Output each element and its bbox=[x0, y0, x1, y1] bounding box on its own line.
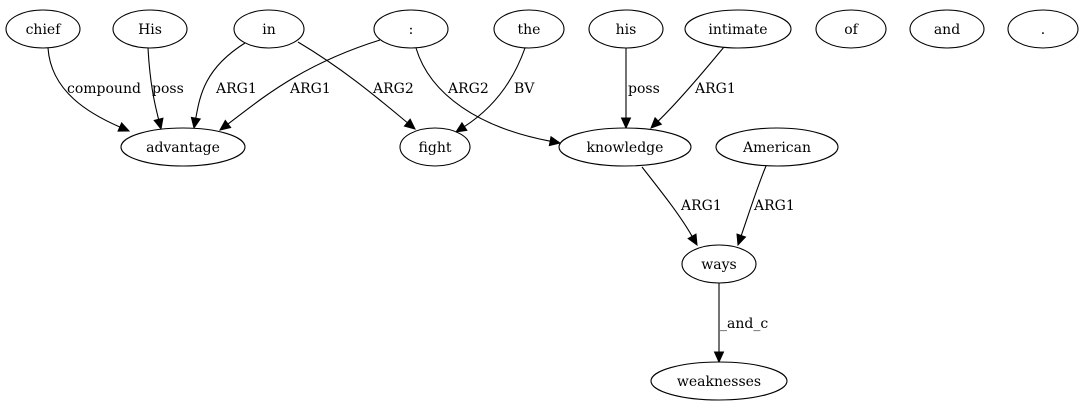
edge-colon-to-advantage: ARG1 bbox=[219, 39, 381, 131]
node-label: : bbox=[409, 22, 414, 38]
nodes-layer: chief His in: the his intimate of and. advantage… bbox=[5, 9, 1079, 401]
arrowhead-icon bbox=[650, 116, 663, 129]
node-label: knowledge bbox=[587, 140, 664, 156]
edge-line bbox=[415, 47, 551, 142]
node-label: his bbox=[616, 22, 637, 38]
node-ellipse bbox=[1007, 9, 1079, 49]
edge-label: ARG2 bbox=[372, 81, 414, 97]
node-american: American bbox=[715, 127, 839, 167]
node-ellipse bbox=[112, 9, 188, 49]
arrowhead-icon bbox=[190, 116, 202, 130]
node-label: ways bbox=[701, 257, 736, 273]
node-label: advantage bbox=[146, 140, 220, 156]
edge-line bbox=[740, 165, 767, 236]
edge-american-to-ways: ARG1 bbox=[736, 165, 795, 247]
edge-his-to-knowledge: poss bbox=[620, 48, 660, 130]
edge-label: ARG1 bbox=[289, 81, 331, 97]
node-ellipse bbox=[588, 9, 664, 49]
node-ellipse bbox=[909, 9, 985, 49]
node-ellipse bbox=[373, 9, 449, 49]
node-and: and bbox=[909, 9, 985, 49]
node-ellipse bbox=[5, 9, 81, 49]
node-chief: chief bbox=[5, 9, 81, 49]
node-the: the bbox=[493, 9, 565, 49]
arrowhead-icon bbox=[620, 117, 632, 130]
arrowhead-icon bbox=[117, 121, 131, 132]
node-ellipse bbox=[558, 127, 692, 167]
arrowhead-icon bbox=[736, 233, 747, 247]
node-ellipse bbox=[815, 9, 887, 49]
arrowhead-icon bbox=[219, 119, 232, 131]
arrowhead-icon bbox=[687, 233, 698, 247]
node-label: of bbox=[844, 22, 859, 38]
node-in: in bbox=[233, 9, 305, 49]
node-colon: : bbox=[373, 9, 449, 49]
arrowhead-icon bbox=[454, 121, 468, 133]
edge-chief-to-advantage: compound bbox=[47, 47, 141, 132]
edge-label: poss bbox=[628, 81, 660, 97]
edge-line bbox=[227, 39, 381, 125]
edge-line bbox=[195, 42, 246, 119]
node-ellipse bbox=[120, 127, 246, 167]
edge-line bbox=[464, 47, 526, 128]
edge-label: ARG1 bbox=[215, 81, 257, 97]
arrowhead-icon bbox=[548, 135, 562, 147]
edge-line bbox=[47, 47, 121, 128]
node-label: His bbox=[138, 22, 162, 38]
node-his_cap: His bbox=[112, 9, 188, 49]
node-intimate: intimate bbox=[684, 9, 792, 49]
edge-label: ARG2 bbox=[447, 81, 489, 97]
edge-line bbox=[297, 41, 408, 124]
node-period: . bbox=[1007, 9, 1079, 49]
node-label: weaknesses bbox=[677, 374, 761, 390]
node-ellipse bbox=[233, 9, 305, 49]
edge-label: _and_c bbox=[720, 316, 768, 332]
node-ellipse bbox=[493, 9, 565, 49]
node-ellipse bbox=[399, 127, 471, 167]
arrowhead-icon bbox=[153, 117, 164, 131]
edge-line bbox=[657, 46, 725, 122]
node-label: and bbox=[934, 22, 960, 38]
node-advantage: advantage bbox=[120, 127, 246, 167]
edge-colon-to-knowledge: ARG2 bbox=[415, 47, 562, 147]
edge-line bbox=[147, 47, 160, 120]
node-fight: fight bbox=[399, 127, 471, 167]
node-his: his bbox=[588, 9, 664, 49]
node-ellipse bbox=[684, 9, 792, 49]
edge-line bbox=[641, 166, 693, 237]
edge-the-to-fight: BV bbox=[454, 47, 535, 133]
edge-label: ARG1 bbox=[753, 198, 795, 214]
node-of: of bbox=[815, 9, 887, 49]
edge-intimate-to-knowledge: ARG1 bbox=[650, 46, 736, 129]
edge-label: ARG1 bbox=[694, 81, 736, 97]
node-label: American bbox=[742, 140, 811, 156]
arrowhead-icon bbox=[403, 118, 416, 130]
edge-label: compound bbox=[67, 81, 141, 97]
node-label: in bbox=[262, 22, 276, 38]
node-label: the bbox=[518, 22, 541, 38]
node-label: fight bbox=[419, 140, 452, 156]
edge-in-to-fight: ARG2 bbox=[297, 41, 416, 130]
edge-label: poss bbox=[152, 81, 184, 97]
edge-knowledge-to-ways: ARG1 bbox=[641, 166, 722, 247]
node-label: . bbox=[1041, 22, 1045, 38]
edge-ways-to-weaknesses: _and_c bbox=[713, 282, 768, 364]
edge-in-to-advantage: ARG1 bbox=[190, 42, 257, 130]
node-ellipse bbox=[650, 361, 788, 401]
edge-label: BV bbox=[514, 81, 535, 97]
node-label: chief bbox=[26, 22, 63, 38]
node-ellipse bbox=[681, 244, 757, 284]
node-ways: ways bbox=[681, 244, 757, 284]
node-ellipse bbox=[715, 127, 839, 167]
edge-label: ARG1 bbox=[680, 198, 722, 214]
node-label: intimate bbox=[708, 22, 767, 38]
node-weaknesses: weaknesses bbox=[650, 361, 788, 401]
edge-his_cap-to-advantage: poss bbox=[147, 47, 184, 131]
arrowhead-icon bbox=[713, 351, 725, 364]
node-knowledge: knowledge bbox=[558, 127, 692, 167]
